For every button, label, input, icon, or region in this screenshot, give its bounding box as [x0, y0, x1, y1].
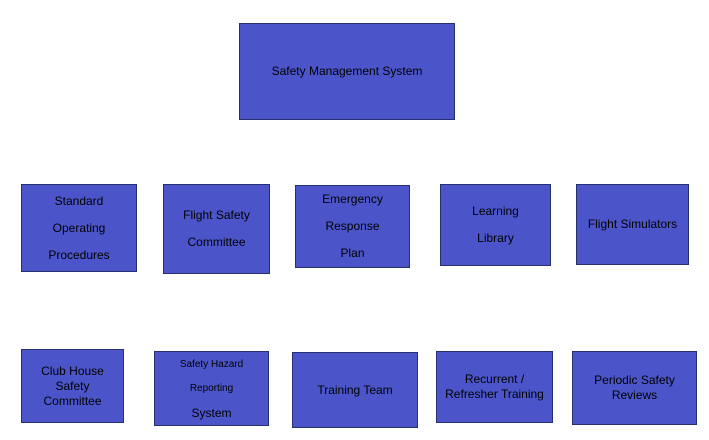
node-label: Standard	[54, 193, 104, 208]
node-club-house-safety-committee: Club House Safety Committee	[21, 349, 124, 423]
node-label: Reporting	[189, 382, 234, 394]
node-label: Committee	[43, 393, 102, 408]
node-recurrent-refresher-training: Recurrent / Refresher Training	[436, 351, 553, 423]
node-label: Club House	[41, 363, 104, 378]
node-label: Plan	[340, 246, 365, 260]
node-label: Training Team	[317, 382, 393, 397]
node-label: Reviews	[611, 388, 658, 402]
node-label: Procedures	[48, 247, 110, 262]
node-flight-safety-committee: Flight Safety Committee	[163, 184, 270, 274]
node-label: Refresher Training	[445, 387, 544, 401]
node-label: Flight Safety	[183, 208, 250, 222]
node-label: Flight Simulators	[587, 217, 678, 231]
node-label: System	[191, 405, 232, 420]
node-label: Safety Hazard	[179, 358, 244, 370]
node-standard-operating-procedures: Standard Operating Procedures	[21, 184, 137, 272]
node-label: Library	[477, 231, 514, 245]
node-label: Safety	[55, 378, 90, 393]
node-periodic-safety-reviews: Periodic Safety Reviews	[572, 351, 697, 425]
node-label: Response	[325, 219, 380, 233]
node-training-team: Training Team	[292, 352, 418, 428]
node-label: Learning	[472, 204, 519, 218]
node-flight-simulators: Flight Simulators	[576, 184, 689, 265]
node-safety-hazard-reporting-system: Safety Hazard Reporting System	[154, 351, 269, 426]
node-label: Committee	[187, 235, 246, 249]
node-label: Safety Management System	[271, 64, 423, 78]
node-label: Operating	[52, 220, 106, 235]
node-learning-library: Learning Library	[440, 184, 551, 266]
node-label: Recurrent /	[464, 372, 525, 386]
node-emergency-response-plan: Emergency Response Plan	[295, 185, 410, 268]
node-label: Periodic Safety	[594, 373, 675, 387]
node-safety-management-system: Safety Management System	[239, 23, 455, 120]
node-label: Emergency	[322, 192, 383, 206]
